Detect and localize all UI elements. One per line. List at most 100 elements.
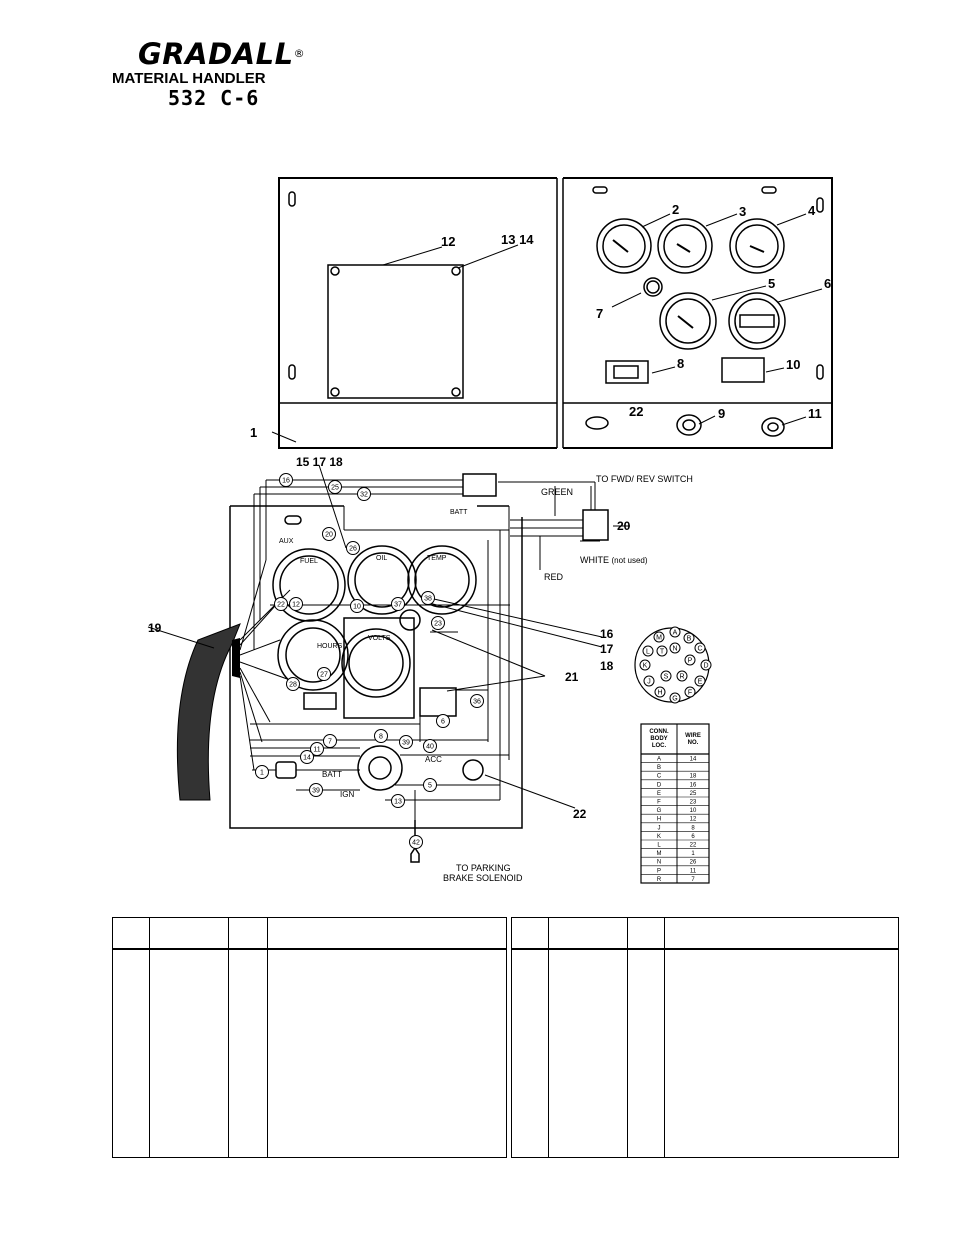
wire-number-13: 13 <box>391 794 405 808</box>
connector-pin-B: B <box>683 632 695 644</box>
svg-text:23: 23 <box>434 621 442 628</box>
callout-7: 7 <box>596 306 603 321</box>
svg-text:6: 6 <box>441 719 445 726</box>
connector-pin-C: C <box>694 642 706 654</box>
wire-number-11: 11 <box>310 742 324 756</box>
callout-19: 19 <box>148 621 162 635</box>
wire-number-14: 14 <box>300 750 314 764</box>
table-cell-loc: H <box>657 817 661 823</box>
table-cell-wire: 18 <box>690 774 697 780</box>
callout-3: 3 <box>739 204 746 219</box>
table-header-conn: CONN. <box>649 729 669 735</box>
svg-text:A: A <box>673 630 678 637</box>
wire-number-32: 32 <box>357 487 371 501</box>
table-cell-wire: 26 <box>690 860 697 866</box>
connector-pin-S: S <box>660 670 672 682</box>
table-cell-wire: 23 <box>690 800 697 806</box>
label-hours: HOURS <box>317 643 343 650</box>
table-cell-loc: E <box>657 791 661 797</box>
callout-18: 18 <box>600 659 614 673</box>
wire-number-22: 22 <box>274 597 288 611</box>
wire-number-39: 39 <box>399 735 413 749</box>
wire-harness <box>176 623 241 801</box>
connector-pin-A: A <box>669 626 681 638</box>
table-cell-loc: P <box>657 868 661 874</box>
callout-4: 4 <box>808 203 816 218</box>
table-cell-wire: 11 <box>690 868 697 874</box>
svg-text:F: F <box>688 690 692 697</box>
svg-text:N: N <box>672 646 677 653</box>
document-header: GRADALL® MATERIAL HANDLER 532 C-6 <box>112 38 312 109</box>
wiring-diagram: TO FWD/ REV SWITCH GREEN RED WHITE (not … <box>147 455 712 884</box>
table-cell-loc: F <box>657 800 661 806</box>
svg-text:42: 42 <box>412 840 420 847</box>
svg-text:13: 13 <box>394 799 402 806</box>
wire-number-16: 16 <box>279 473 293 487</box>
table-cell-loc: B <box>657 765 661 771</box>
svg-text:8: 8 <box>379 734 383 741</box>
wire-number-28: 28 <box>286 677 300 691</box>
table-cell-loc: L <box>657 843 661 849</box>
wire-number-1: 1 <box>255 765 269 779</box>
callout-8: 8 <box>677 356 684 371</box>
svg-text:T: T <box>660 649 665 656</box>
table-cell-loc: G <box>657 808 662 814</box>
table-header-conn: LOC. <box>652 743 667 749</box>
svg-text:11: 11 <box>313 747 320 754</box>
wire-number-6: 6 <box>436 714 450 728</box>
svg-text:28: 28 <box>289 682 297 689</box>
label-volts: VOLTS <box>368 635 391 642</box>
svg-text:S: S <box>664 674 669 681</box>
table-cell-wire: 7 <box>691 877 695 883</box>
table-cell-loc: K <box>657 834 661 840</box>
table-cell-wire: 12 <box>690 817 697 823</box>
wire-number-10: 10 <box>350 599 364 613</box>
svg-text:25: 25 <box>331 485 339 492</box>
label-oil: OIL <box>376 555 387 562</box>
svg-text:10: 10 <box>353 604 361 611</box>
svg-text:20: 20 <box>325 532 333 539</box>
connector-pin-M: M <box>653 631 665 643</box>
label-temp: TEMP <box>427 555 447 562</box>
callout-11: 11 <box>808 406 822 421</box>
brand-logo: GRADALL® <box>138 37 306 71</box>
svg-text:26: 26 <box>349 546 357 553</box>
table-cell-wire: 25 <box>690 791 697 797</box>
svg-text:22: 22 <box>277 602 285 609</box>
callout-9: 9 <box>718 406 725 421</box>
connector-pin-T: T <box>656 645 668 657</box>
label-green: GREEN <box>541 487 573 497</box>
wire-number-25: 25 <box>328 480 342 494</box>
callout-22-lower: 22 <box>573 807 587 821</box>
table-cell-wire: 10 <box>690 808 697 814</box>
product-line: MATERIAL HANDLER <box>112 70 266 87</box>
model-number: 532 C-6 <box>168 86 260 110</box>
table-cell-loc: J <box>658 825 661 831</box>
connector-pin-D: D <box>700 659 712 671</box>
wire-number-36: 36 <box>470 694 484 708</box>
callout-16: 16 <box>600 627 614 641</box>
callout-20: 20 <box>617 519 631 533</box>
svg-text:M: M <box>656 635 662 642</box>
panel-front-illustration: 1 2 3 4 5 6 7 8 9 10 11 12 13 14 22 <box>250 176 833 450</box>
label-batt: BATT <box>322 770 342 779</box>
svg-text:38: 38 <box>424 596 432 603</box>
label-to-parking: TO PARKING <box>456 863 511 873</box>
wire-number-40: 40 <box>423 739 437 753</box>
svg-text:36: 36 <box>473 699 481 706</box>
label-aux: AUX <box>279 538 294 545</box>
callout-21: 21 <box>565 670 579 684</box>
wire-number-5: 5 <box>423 778 437 792</box>
svg-text:G: G <box>672 696 677 703</box>
table-cell-loc: D <box>657 782 662 788</box>
callout-17: 17 <box>600 642 614 656</box>
wire-number-38: 38 <box>421 591 435 605</box>
svg-text:7: 7 <box>328 739 332 746</box>
table-cell-wire: 14 <box>690 757 697 763</box>
table-header-conn: BODY <box>650 736 667 742</box>
label-batt-top: BATT <box>450 509 468 516</box>
callout-2: 2 <box>672 202 679 217</box>
table-cell-wire: 8 <box>691 825 695 831</box>
